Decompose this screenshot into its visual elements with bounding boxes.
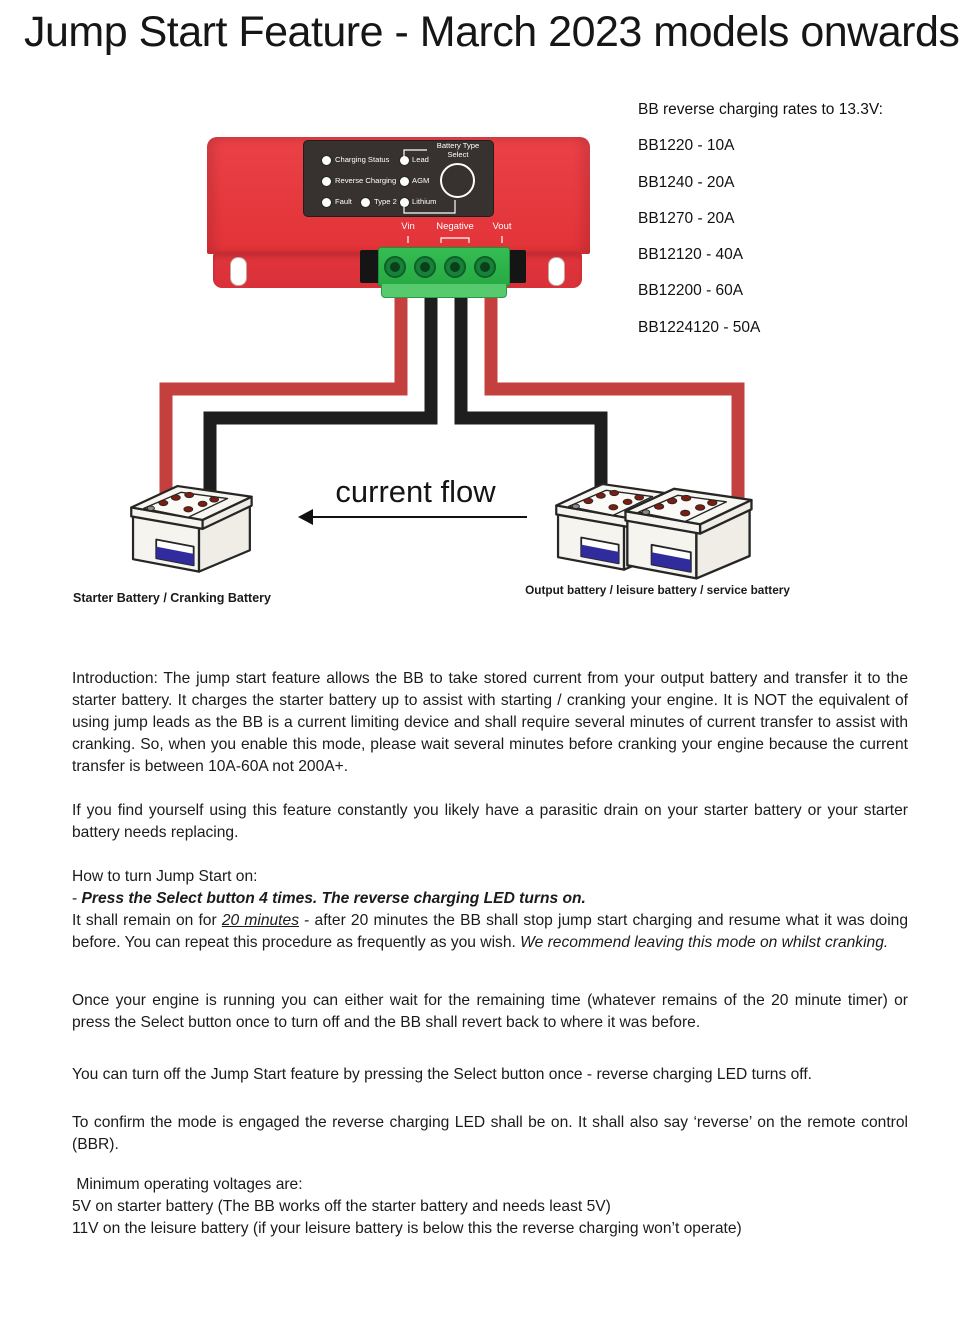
paragraph-minimum-voltages: Minimum operating voltages are: 5V on sta… (72, 1174, 908, 1240)
terminal-screw-4 (474, 256, 496, 278)
min-voltage-leisure: 11V on the leisure battery (if your leis… (72, 1220, 742, 1237)
min-voltage-starter: 5V on starter battery (The BB works off … (72, 1198, 611, 1215)
lead-led (400, 156, 409, 165)
current-flow-arrow-head (298, 509, 313, 525)
agm-led (400, 177, 409, 186)
charging-status-label: Charging Status (335, 155, 390, 164)
type2-led (361, 198, 370, 207)
lithium-led (400, 198, 409, 207)
terminal-screw-2 (414, 256, 436, 278)
timer-text-pre: It shall remain on for (72, 912, 222, 929)
terminal-screw-3 (444, 256, 466, 278)
rates-heading: BB reverse charging rates to 13.3V: (638, 101, 883, 118)
paragraph-introduction: Introduction: The jump start feature all… (72, 670, 908, 775)
caption-output-battery: Output battery / leisure battery / servi… (525, 583, 790, 597)
caption-starter-battery: Starter Battery / Cranking Battery (73, 591, 271, 605)
lithium-label: Lithium (412, 197, 437, 206)
mounting-slot-right (548, 257, 565, 286)
paragraph-how-to-turn-on: How to turn Jump Start on: - Press the Se… (72, 866, 908, 954)
recommendation-note: We recommend leaving this mode on whilst… (520, 934, 889, 951)
rate-item: BB1240 - 20A (638, 173, 735, 191)
terminal-label-negative: Negative (436, 221, 474, 232)
min-voltages-heading: Minimum operating voltages are: (72, 1176, 303, 1193)
bullet-dash: - (72, 890, 82, 907)
paragraph-turn-off: You can turn off the Jump Start feature … (72, 1066, 812, 1083)
rate-item: BB12120 - 40A (638, 246, 744, 264)
starter-battery-illustration (130, 484, 253, 573)
current-flow-label: current flow (335, 474, 496, 509)
battery-type-select-button (440, 163, 475, 198)
terminal-block-lip (381, 284, 507, 298)
timer-text-mid: - after 20 minutes the BB shall stop jum… (72, 912, 909, 951)
body-text: Introduction: The jump start feature all… (72, 668, 908, 1262)
rate-item: BB1270 - 20A (638, 209, 735, 227)
charging-status-led (322, 156, 331, 165)
mounting-slot-left (230, 257, 247, 286)
paragraph-confirm-mode: To confirm the mode is engaged the rever… (72, 1114, 908, 1153)
terminal-label-vout: Vout (492, 221, 512, 232)
terminal-block (378, 247, 510, 286)
how-to-heading: How to turn Jump Start on: (72, 868, 258, 885)
rate-item: BB1224120 - 50A (638, 318, 761, 336)
timer-duration: 20 minutes (221, 912, 299, 929)
output-battery-illustration-front (624, 487, 753, 580)
reverse-charging-label: Reverse Charging (335, 176, 397, 185)
battery-type-select-label: Battery Type Select (436, 141, 480, 159)
agm-label: AGM (412, 176, 430, 185)
rate-item: BB1220 - 10A (638, 137, 735, 155)
reverse-charging-led (322, 177, 331, 186)
lead-label: Lead (412, 155, 429, 164)
bullet-instruction: Press the Select button 4 times. The rev… (81, 890, 586, 907)
reverse-charging-rates: BB reverse charging rates to 13.3V: BB12… (638, 92, 883, 346)
page-title: Jump Start Feature - March 2023 models o… (24, 8, 960, 56)
terminal-screw-1 (384, 256, 406, 278)
fault-label: Fault (335, 197, 352, 206)
fault-led (322, 198, 331, 207)
terminal-label-vin: Vin (401, 221, 415, 232)
type2-label: Type 2 (374, 197, 397, 206)
paragraph-engine-running: Once your engine is running you can eith… (72, 992, 908, 1031)
rate-item: BB12200 - 60A (638, 282, 744, 300)
paragraph-parasitic-drain: If you find yourself using this feature … (72, 802, 908, 841)
